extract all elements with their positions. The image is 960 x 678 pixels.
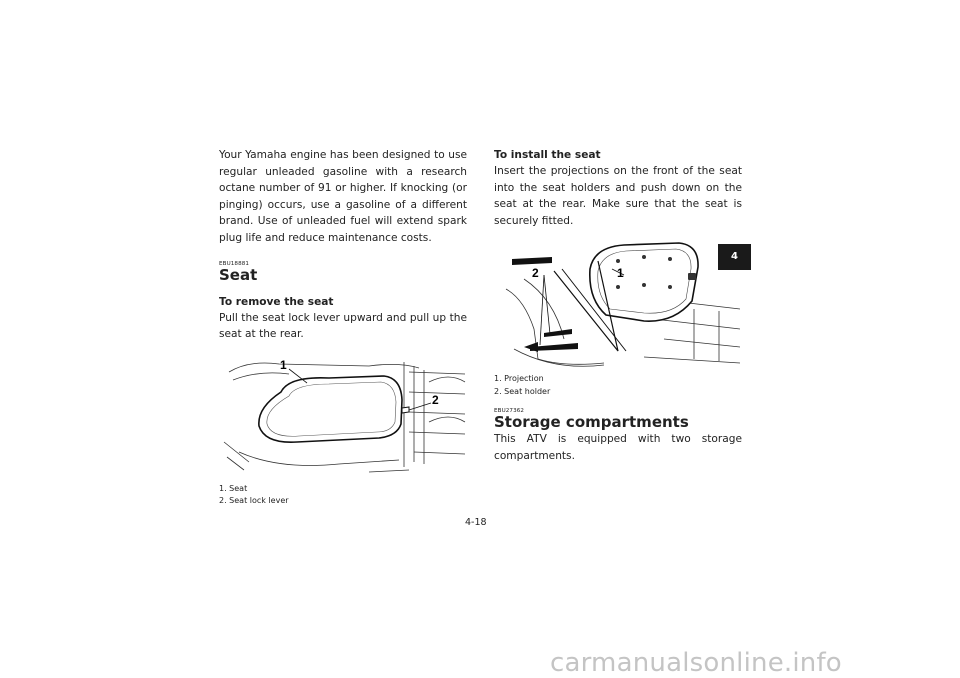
section-heading-seat: Seat bbox=[219, 265, 258, 284]
right-column: To install the seat Insert the projectio… bbox=[494, 147, 742, 465]
caption-projection: 1. Projection bbox=[494, 374, 544, 384]
watermark: carmanualsonline.info bbox=[550, 648, 842, 678]
callout-2: 2 bbox=[532, 266, 539, 280]
section-tab: 4 bbox=[718, 244, 751, 270]
caption-seat-holder: 2. Seat holder bbox=[494, 386, 551, 396]
section-heading-storage: Storage compartments bbox=[494, 413, 689, 432]
left-column: Your Yamaha engine has been designed to … bbox=[219, 147, 467, 508]
section-code: EBU27362 bbox=[494, 408, 525, 415]
fuel-paragraph: Your Yamaha engine has been designed to … bbox=[219, 149, 467, 244]
figure-captions: 1. Seat 2. Seat lock lever bbox=[219, 483, 467, 508]
callout-1: 1 bbox=[280, 358, 287, 372]
remove-seat-instruction: Pull the seat lock lever upward and pull… bbox=[219, 311, 467, 341]
install-seat-instruction: Insert the projections on the front of t… bbox=[494, 165, 742, 227]
storage-paragraph: This ATV is equipped with two storage co… bbox=[494, 433, 742, 462]
caption-seat-lock-lever: 2. Seat lock lever bbox=[219, 496, 289, 506]
caption-seat: 1. Seat bbox=[219, 483, 248, 493]
callout-1: 1 bbox=[617, 266, 624, 280]
seat-removal-illustration: 1 2 bbox=[223, 358, 466, 473]
figure-captions: 1. Projection 2. Seat holder bbox=[494, 373, 742, 398]
remove-seat-subheading: To remove the seat bbox=[219, 295, 334, 308]
install-seat-subheading: To install the seat bbox=[494, 149, 601, 161]
page-number: 4-18 bbox=[465, 517, 487, 528]
section-code: EBU18881 bbox=[219, 260, 250, 267]
seat-install-illustration: 2 1 bbox=[505, 242, 741, 368]
callout-2: 2 bbox=[432, 393, 439, 407]
